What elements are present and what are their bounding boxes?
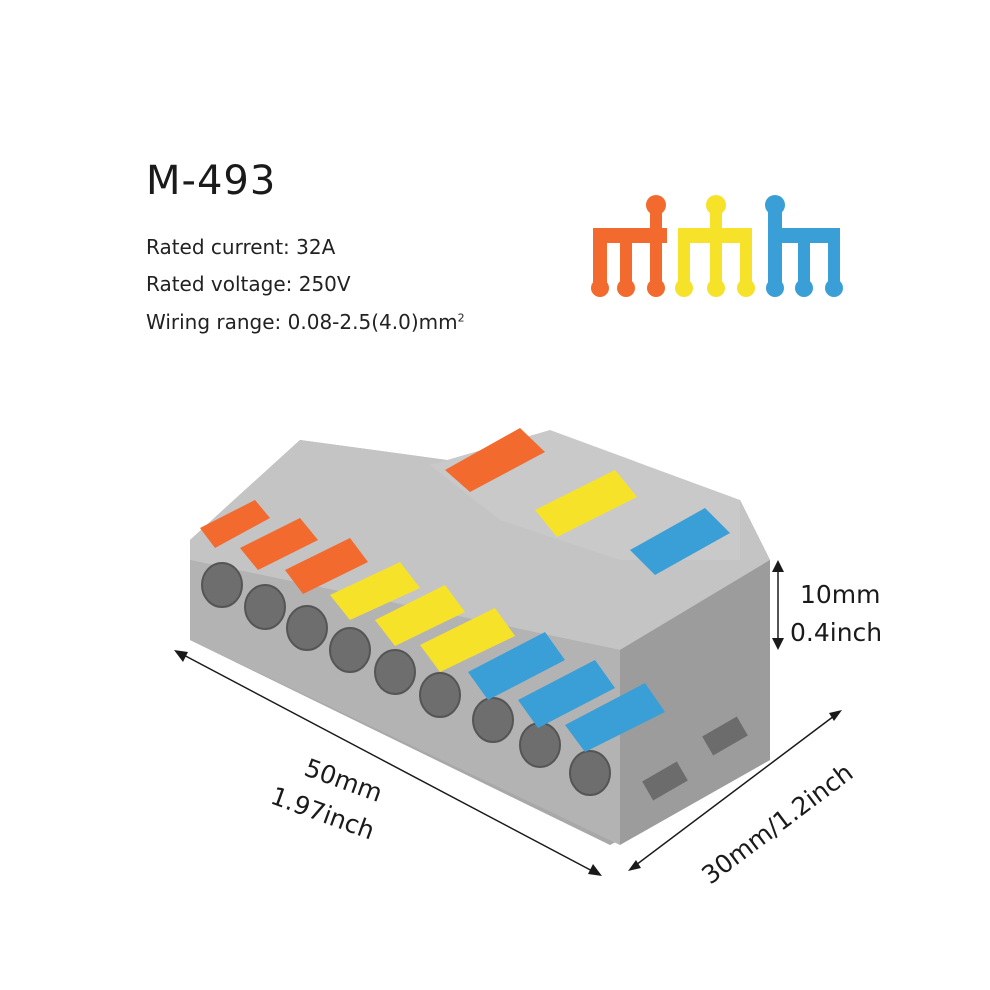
orange-levers — [200, 428, 545, 594]
height-mm-label: 10mm — [800, 580, 881, 609]
orange-branch-icon — [591, 195, 667, 297]
blue-branch-icon — [765, 195, 843, 297]
yellow-levers — [330, 470, 637, 672]
spec-rated-current: Rated current: 32A — [146, 235, 336, 259]
spec-wiring-range-text: Wiring range: 0.08-2.5(4.0)mm — [146, 310, 458, 334]
spec-wiring-range: Wiring range: 0.08-2.5(4.0)mm2 — [146, 310, 465, 334]
model-title: M-493 — [146, 158, 277, 204]
dimension-lines — [174, 560, 842, 876]
yellow-branch-icon — [675, 195, 755, 297]
spec-wiring-range-sup: 2 — [457, 311, 465, 325]
wire-holes — [201, 562, 611, 796]
blue-levers — [468, 508, 730, 752]
height-inch-label: 0.4inch — [790, 618, 882, 647]
spec-rated-voltage: Rated voltage: 250V — [146, 272, 351, 296]
